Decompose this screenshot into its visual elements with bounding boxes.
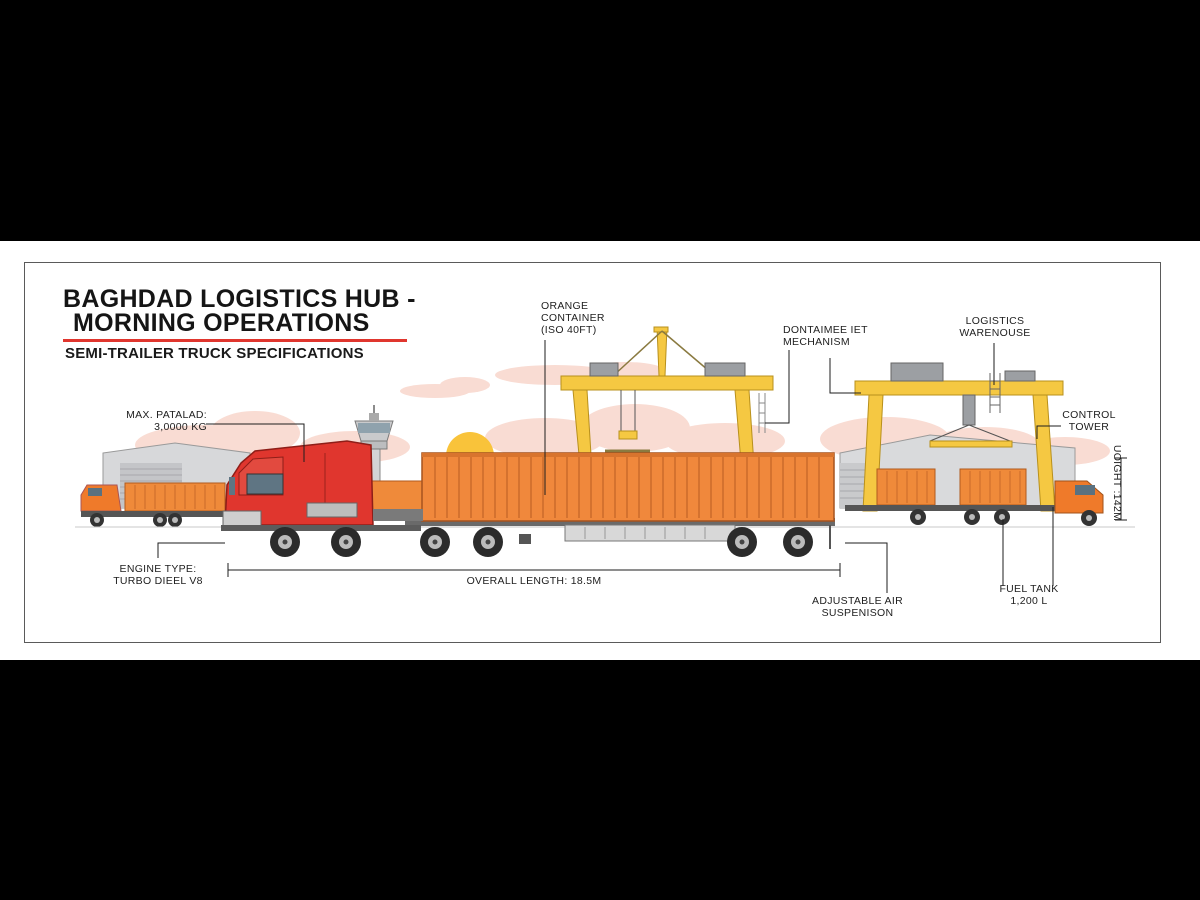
- warehouse-label: LOGISTICS WARENOUSE: [955, 315, 1035, 339]
- right-containers: [845, 468, 1075, 525]
- title-underline: [63, 339, 407, 342]
- fuel-value: 1,200 L: [1010, 595, 1048, 607]
- fuel-label-line-1: FUEL TANK: [999, 583, 1059, 595]
- main-container: [421, 452, 835, 522]
- right-truck-cab: [1054, 480, 1104, 526]
- container-label-line-1: ORANGE: [541, 300, 589, 312]
- right-gantry-crane: [854, 362, 1064, 512]
- engine-label-line-1: ENGINE TYPE:: [119, 563, 197, 575]
- diagram-frame: BAGHDAD LOGISTICS HUB - MORNING OPERATIO…: [24, 262, 1161, 643]
- payload-label-line-1: MAX. PATALAD:: [126, 409, 207, 421]
- engine-value: TURBO DIEEL V8: [113, 575, 203, 587]
- tower-label: CONTROL TOWER: [1059, 409, 1119, 433]
- mechanism-label: DONTAIMEE IET MECHANISM: [783, 324, 868, 348]
- payload-value: 3,0000 KG: [154, 421, 207, 433]
- mechanism-label-line-1: DONTAIMEE IET: [783, 324, 868, 336]
- hub-illustration: [75, 326, 1135, 593]
- suspension-label-line-1: ADJUSTABLE AIR: [812, 595, 903, 607]
- fuel-label: FUEL TANK 1,200 L: [989, 583, 1069, 607]
- rear-container: [369, 480, 423, 512]
- suspension-label: ADJUSTABLE AIR SUSPENISON: [795, 595, 920, 619]
- main-truck-wheels: [270, 527, 813, 557]
- tower-label-line-2: TOWER: [1068, 421, 1110, 433]
- title-line-1: BAGHDAD LOGISTICS HUB -: [63, 285, 416, 313]
- container-label-line-3: (ISO 40FT): [541, 324, 597, 336]
- warehouse-label-line-1: LOGISTICS: [965, 315, 1025, 327]
- title-line-2: MORNING OPERATIONS: [73, 309, 370, 337]
- container-label: ORANGE CONTAINER (ISO 40FT): [541, 300, 605, 336]
- red-truck-cab: [221, 440, 423, 531]
- mechanism-label-line-2: MECHANISM: [783, 336, 850, 348]
- height-label: UOIGHT :142M: [1111, 444, 1123, 522]
- payload-label: MAX. PATALAD: 3,0000 KG: [87, 409, 207, 433]
- tower-label-line-1: CONTROL: [1062, 409, 1116, 421]
- container-label-line-2: CONTAINER: [541, 312, 605, 324]
- left-small-truck: [80, 482, 231, 527]
- warehouse-label-line-2: WARENOUSE: [959, 327, 1031, 339]
- length-label: OVERALL LENGTH: 18.5M: [466, 575, 602, 587]
- main-trailer-chassis: [405, 518, 835, 549]
- engine-label: ENGINE TYPE: TURBO DIEEL V8: [103, 563, 213, 587]
- suspension-label-line-2: SUSPENISON: [821, 607, 894, 619]
- callout-leader-lines: [157, 340, 1127, 593]
- subtitle: SEMI-TRAILER TRUCK SPECIFICATIONS: [65, 345, 364, 362]
